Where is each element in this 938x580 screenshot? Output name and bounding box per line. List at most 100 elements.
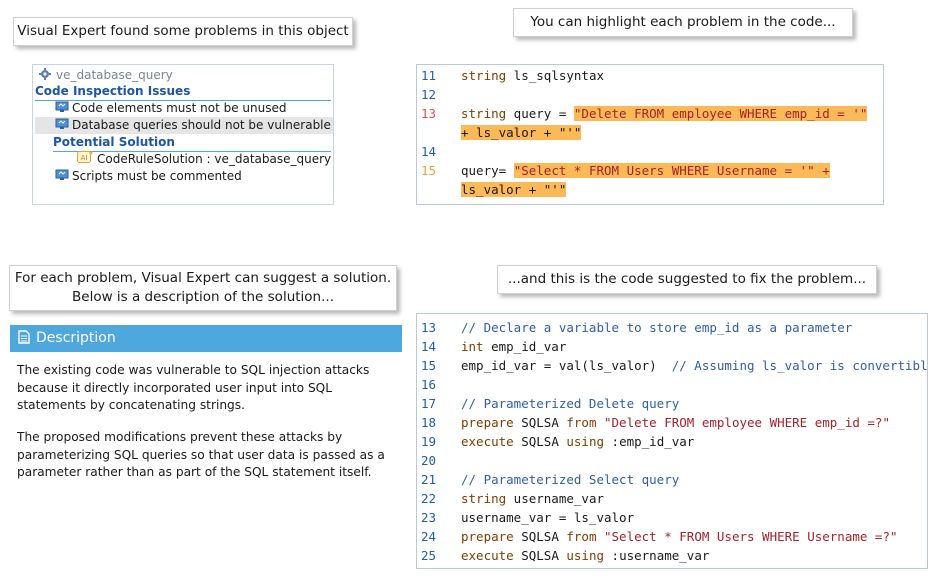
gear-icon xyxy=(39,68,52,80)
line-number: 17 xyxy=(421,396,437,411)
code-text: using xyxy=(566,548,605,563)
callout-fix-text: ...and this is the code suggested to fix… xyxy=(507,271,867,287)
code-text: int xyxy=(461,339,484,354)
code-text: username_var = ls_valor xyxy=(461,510,635,525)
code-text: execute xyxy=(461,434,514,449)
code-text: emp_id_var = val(ls_valor) // Assuming l… xyxy=(461,356,928,375)
line-number: 12 xyxy=(421,87,437,102)
code-text: SQLSA xyxy=(513,529,567,544)
code-text: from xyxy=(566,529,597,544)
tree-object-name: ve_database_query xyxy=(56,68,173,82)
line-number: 16 xyxy=(421,377,437,392)
svg-text:AI: AI xyxy=(81,154,88,162)
line-number: 20 xyxy=(421,453,437,468)
code-text: "Delete FROM employee WHERE emp_id =?" xyxy=(596,415,890,430)
code-text: execute SQLSA using :emp_id_var xyxy=(461,432,694,451)
code-text: string xyxy=(461,491,507,506)
callout-problems-text: Visual Expert found some problems in thi… xyxy=(17,23,349,39)
code-text: string ls_sqlsyntax xyxy=(461,68,604,83)
code-text: SQLSA xyxy=(513,434,567,449)
callout-suggest-line1: For each problem, Visual Expert can sugg… xyxy=(14,270,392,286)
code-text: query= "Select * FROM Users WHERE Userna… xyxy=(461,161,830,180)
code-text: emp_id_var xyxy=(483,339,567,354)
line-number: 18 xyxy=(421,415,437,430)
tree-item-unused-label: Code elements must not be unused xyxy=(72,101,287,115)
description-header: Description xyxy=(10,325,402,352)
code-before-panel: 11 string ls_sqlsyntax 12 13 string quer… xyxy=(416,64,884,205)
line-number: 25 xyxy=(421,548,437,563)
description-paragraph-2: The proposed modifications prevent these… xyxy=(17,430,385,479)
tree-solution-label: CodeRuleSolution : ve_database_query xyxy=(97,152,332,166)
tree-section-code-inspection[interactable]: Code Inspection Issues xyxy=(35,83,331,101)
line-number: 24 xyxy=(421,529,437,544)
callout-suggest-line2: Below is a description of the solution..… xyxy=(72,289,334,305)
line-number: 13 xyxy=(421,106,437,121)
code-text: prepare xyxy=(461,529,514,544)
code-text: query= xyxy=(461,163,514,178)
highlighted-problem: "Select * FROM Users WHERE Username = '"… xyxy=(513,163,830,178)
code-text: // Declare a variable to store emp_id as… xyxy=(461,318,852,337)
line-number: 13 xyxy=(421,320,437,335)
document-icon xyxy=(18,327,30,354)
code-after-panel: 13 // Declare a variable to store emp_id … xyxy=(416,313,928,569)
highlighted-problem: ls_valor + "'" xyxy=(461,182,567,197)
description-title: Description xyxy=(36,330,116,346)
line-number: 14 xyxy=(421,144,437,159)
code-text: string username_var xyxy=(461,489,604,508)
monitor-icon xyxy=(55,118,69,129)
tree-solution-item[interactable]: AI CodeRuleSolution : ve_database_query xyxy=(77,151,331,168)
tree-item-scripts-label: Scripts must be commented xyxy=(72,169,242,183)
callout-suggest: For each problem, Visual Expert can sugg… xyxy=(9,265,397,311)
code-text: // Assuming ls_valor is convertible to a… xyxy=(671,358,928,373)
code-text: SQLSA xyxy=(513,548,567,563)
code-text: execute SQLSA using :username_var xyxy=(461,546,709,565)
code-text: execute xyxy=(461,548,514,563)
code-text: using xyxy=(566,434,605,449)
code-text: :username_var xyxy=(604,548,710,563)
code-text: username_var xyxy=(506,491,604,506)
tree-object-row[interactable]: ve_database_query xyxy=(39,67,173,84)
tree-item-injection-label: Database queries should not be vulnerabl… xyxy=(72,118,333,132)
code-text: // Declare a variable to store emp_id as… xyxy=(461,320,853,335)
code-text: // Parameterized Delete query xyxy=(461,396,680,411)
code-text: + ls_valor + "'" xyxy=(461,123,582,142)
highlighted-problem: + ls_valor + "'" xyxy=(461,125,582,140)
description-paragraph-1: The existing code was vulnerable to SQL … xyxy=(17,363,370,412)
monitor-icon xyxy=(55,101,69,112)
code-text: "Select * FROM Users WHERE Username =?" xyxy=(596,529,898,544)
line-number: 14 xyxy=(421,339,437,354)
highlighted-problem: "Delete FROM employee WHERE emp_id = '" xyxy=(573,106,868,121)
tree-item-injection[interactable]: Database queries should not be vulnerabl… xyxy=(35,117,333,134)
line-number: 23 xyxy=(421,510,437,525)
line-number: 15 xyxy=(421,163,437,178)
code-text: // Parameterized Select query xyxy=(461,472,680,487)
line-number: 15 xyxy=(421,358,437,373)
line-number: 19 xyxy=(421,434,437,449)
callout-highlight-text: You can highlight each problem in the co… xyxy=(530,14,836,30)
line-number: 21 xyxy=(421,472,437,487)
callout-fix: ...and this is the code suggested to fix… xyxy=(497,265,877,294)
code-text: :emp_id_var xyxy=(604,434,695,449)
code-text: prepare SQLSA from "Select * FROM Users … xyxy=(461,527,898,546)
code-text: // Parameterized Delete query xyxy=(461,394,679,413)
code-text: SQLSA xyxy=(513,415,567,430)
code-text: prepare SQLSA from "Delete FROM employee… xyxy=(461,413,890,432)
tree-section-label: Code Inspection Issues xyxy=(35,84,191,98)
code-text: ls_valor + "'" xyxy=(461,180,567,199)
code-text: string query = "Delete FROM employee WHE… xyxy=(461,106,868,121)
code-text: string xyxy=(461,68,507,83)
code-text: from xyxy=(566,415,597,430)
tree-subsection-label: Potential Solution xyxy=(53,135,175,149)
tree-subsection-potential-solution[interactable]: Potential Solution xyxy=(53,134,331,152)
callout-highlight: You can highlight each problem in the co… xyxy=(513,8,853,37)
line-number: 22 xyxy=(421,491,437,506)
ai-solution-icon: AI xyxy=(77,151,93,163)
tree-item-scripts[interactable]: Scripts must be commented xyxy=(55,168,242,185)
code-text: // Parameterized Select query xyxy=(461,470,679,489)
callout-problems-found: Visual Expert found some problems in thi… xyxy=(13,17,353,46)
tree-item-unused[interactable]: Code elements must not be unused xyxy=(55,100,287,117)
code-text: username_var = ls_valor xyxy=(461,508,634,527)
code-text: emp_id_var = val(ls_valor) xyxy=(461,358,672,373)
code-text: int emp_id_var xyxy=(461,337,566,356)
code-text: prepare xyxy=(461,415,514,430)
